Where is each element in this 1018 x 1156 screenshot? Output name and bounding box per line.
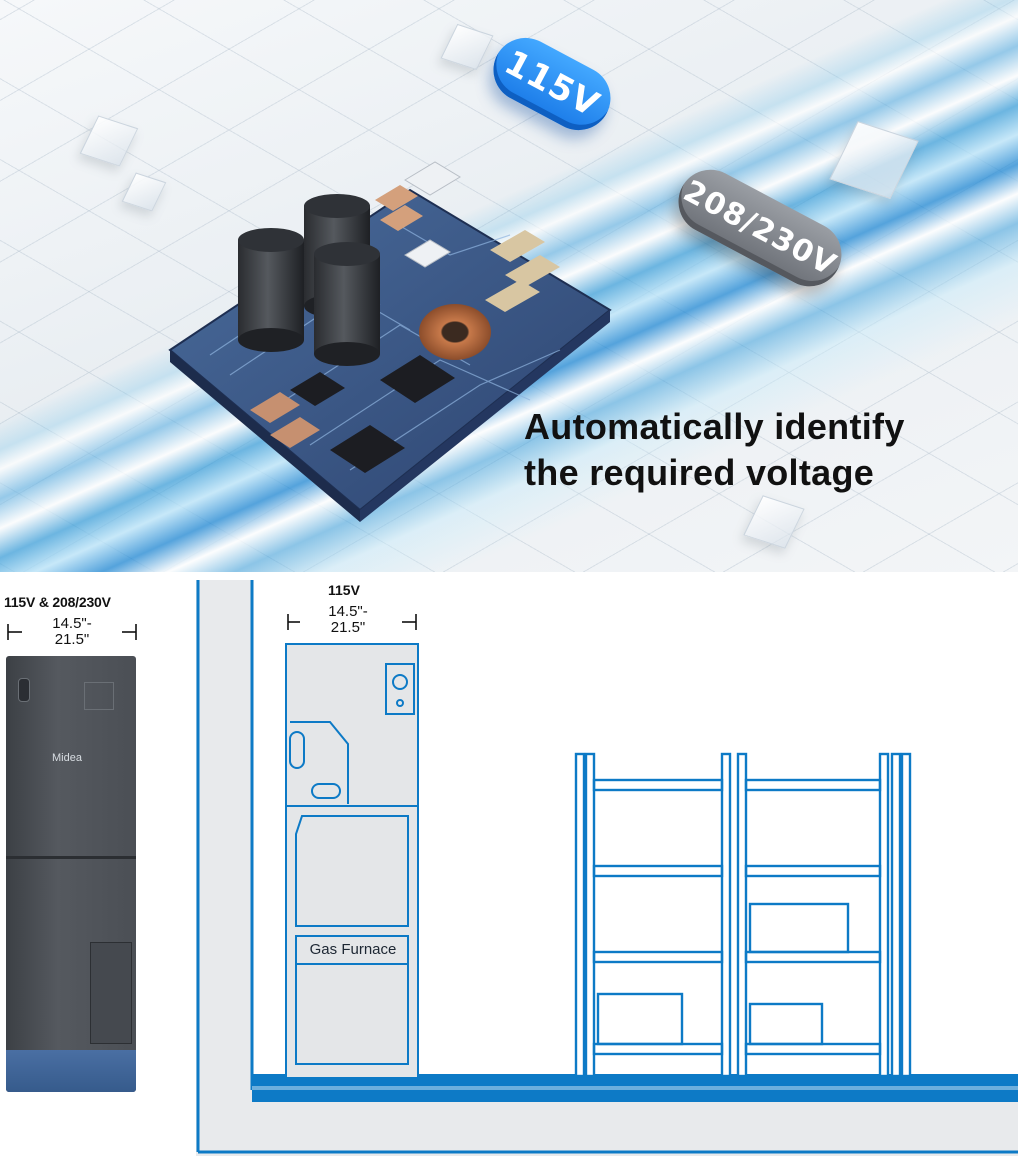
caption-line-2: the required voltage — [524, 452, 875, 493]
refrigerant-ports — [90, 942, 132, 1044]
115v-unit-title: 115V — [328, 582, 360, 598]
air-handler-unit: Midea — [6, 656, 136, 1092]
unit-base — [6, 1050, 136, 1092]
unit-voltage-title: 115V & 208/230V — [4, 594, 111, 610]
caption-line-1: Automatically identify — [524, 406, 905, 447]
hero-banner: 115V 208/230V Automatically identify the… — [0, 0, 1018, 572]
unit-spec-block: 115V & 208/230V 14.5"- 21.5" — [4, 594, 154, 650]
unit-seam — [6, 856, 136, 859]
dimension-line — [7, 624, 137, 640]
width-max: 21.5" — [54, 631, 90, 648]
unit-access-panel — [84, 682, 114, 710]
hero-caption: Automatically identify the required volt… — [524, 404, 1004, 496]
width-min: 14.5"- — [328, 603, 368, 620]
brand-logo: Midea — [52, 752, 82, 764]
width-range-text: 14.5"- 21.5" — [36, 616, 108, 648]
unit-handle — [18, 678, 30, 702]
width-min: 14.5"- — [52, 615, 92, 632]
width-max: 21.5" — [330, 619, 366, 636]
115v-width-range-text: 14.5"- 21.5" — [318, 604, 378, 636]
width-dimension: 14.5"- 21.5" — [4, 610, 154, 650]
circuit-board-illustration — [168, 161, 612, 522]
installation-diagram — [196, 580, 1018, 1156]
gas-furnace-label: Gas Furnace — [309, 941, 397, 958]
